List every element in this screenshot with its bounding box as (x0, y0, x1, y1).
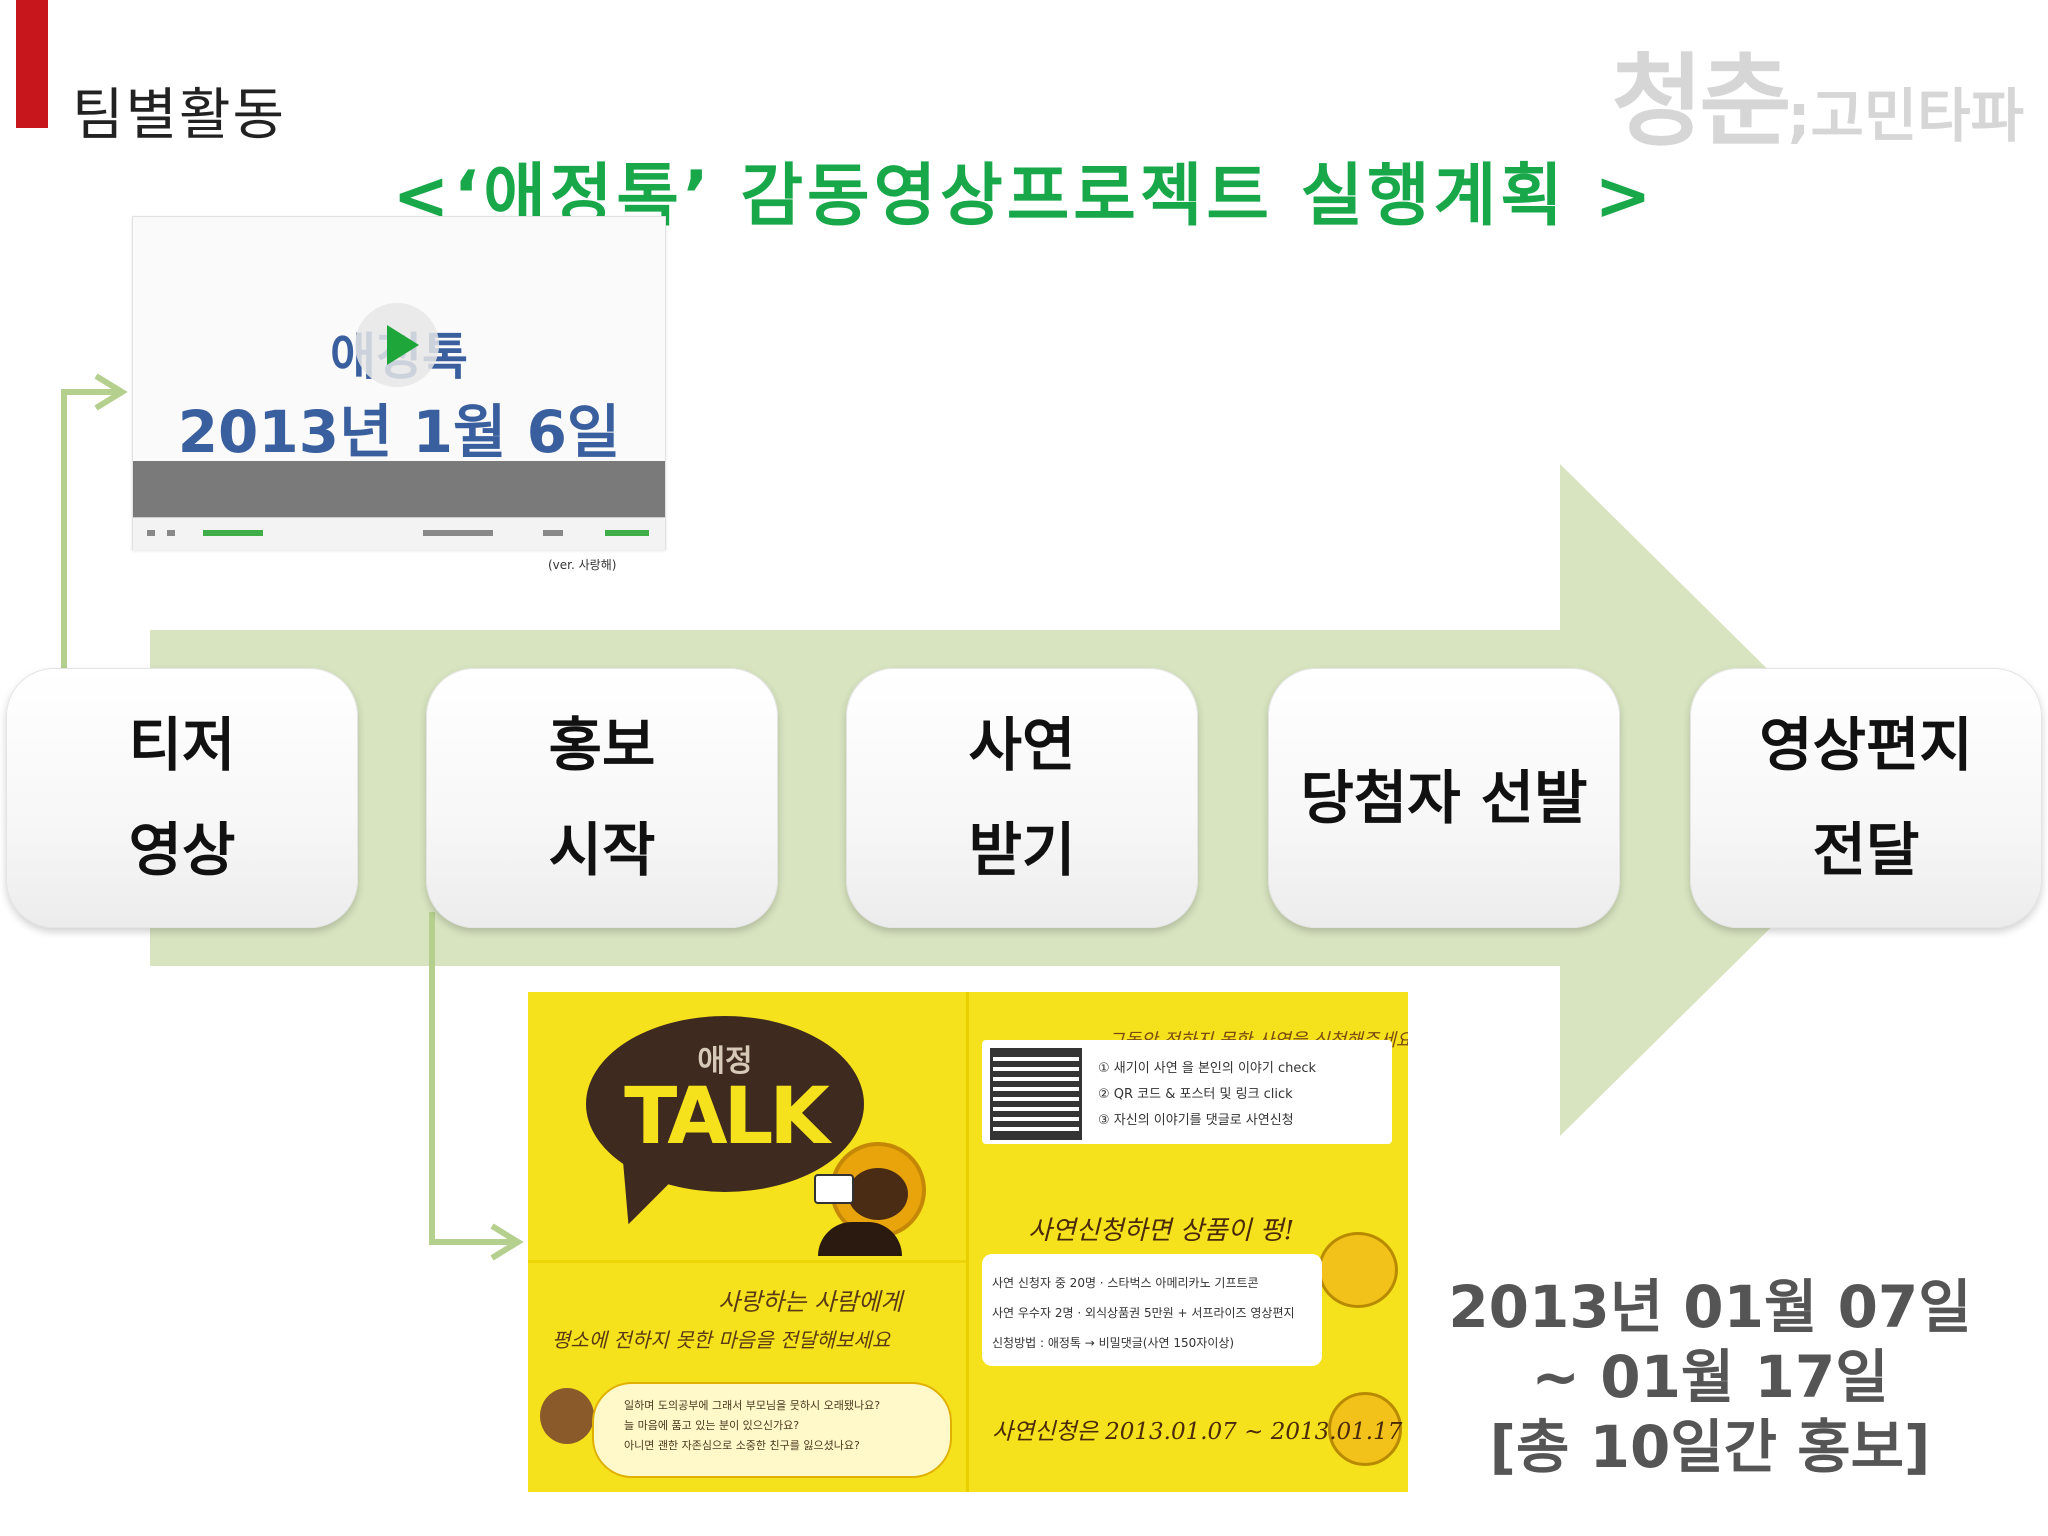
poster-slogan: 사랑하는 사람에게 (718, 1288, 903, 1316)
time-readout-icon (203, 530, 263, 536)
schedule-period: 2013년 01월 07일 ~ 01월 17일 [총 10일간 홍보] (1440, 1272, 1980, 1482)
prize-lines: 사연 신청자 중 20명 · 스타벅스 아메리카노 기프트콘 사연 우수자 2명… (992, 1268, 1295, 1358)
period-text: 사연신청은 2013.01.07 ~ 2013.01.17 (992, 1419, 1403, 1445)
step-label: 영상 (128, 816, 236, 884)
poster-divider (966, 992, 969, 1492)
video-overlay-bar (133, 461, 665, 517)
poster-slogan: 평소에 전하지 못한 마음을 전달해보세요 (552, 1328, 891, 1352)
step-label: 전달 (1812, 816, 1920, 884)
brand-logo: 청춘;고민타파 (1611, 20, 2024, 165)
step-label: 홍보 (548, 711, 656, 779)
speech-bubble-icon (586, 1016, 864, 1192)
accent-bar (16, 0, 48, 128)
brand-main: 청춘 (1611, 43, 1791, 160)
prize-line: 신청방법 : 애정톡 → 비밀댓글(사연 150자이상) (992, 1336, 1235, 1350)
video-controls[interactable] (133, 517, 665, 550)
message-line: 아니면 괜한 자존심으로 소중한 친구를 잃으셨나요? (624, 1439, 860, 1452)
apply-step: ③ 자신의 이야기를 댓글로 사연신청 (1098, 1113, 1294, 1128)
fullscreen-icon[interactable] (543, 530, 563, 536)
step-label: 사연 (968, 711, 1076, 779)
step-label: 받기 (968, 816, 1076, 884)
section-title: 팀별활동 (72, 83, 287, 148)
connector-teaser-head (94, 373, 128, 411)
connector-promo-head (490, 1223, 524, 1261)
prize-header: 사연신청하면 상품이 펑! (1028, 1216, 1295, 1246)
bunny-character-icon (1318, 1232, 1398, 1308)
play-small-icon[interactable] (147, 530, 155, 536)
message-text: 일하며 도의공부에 그래서 부모님을 뭇하시 오래됐나요? 늘 마음에 품고 있… (624, 1396, 880, 1456)
prize-panel (982, 1254, 1322, 1366)
apply-step: ① 새기이 사연 을 본인의 이야기 check (1098, 1061, 1317, 1076)
schedule-duration: [총 10일간 홍보] (1489, 1413, 1931, 1481)
video-date: 2013년 1월 6일 (177, 398, 621, 466)
video-caption: (ver. 사랑해) (548, 558, 617, 572)
brand-sub: ;고민타파 (1787, 82, 2024, 150)
logo-main-text: TALK (624, 1072, 830, 1162)
step-winners: 당첨자 선발 (1268, 668, 1620, 928)
bunny-character-icon (1328, 1392, 1402, 1466)
step-label: 시작 (548, 816, 656, 884)
play-icon[interactable] (355, 303, 439, 387)
prize-line: 사연 우수자 2명 · 외식상품권 5만원 + 서프라이즈 영상편지 (992, 1306, 1295, 1320)
character-body (818, 1222, 902, 1256)
step-label: 티저 (128, 711, 236, 779)
naver-logo-icon (605, 530, 649, 536)
message-line: 늘 마음에 품고 있는 분이 있으신가요? (624, 1419, 800, 1432)
poster-divider (528, 1260, 966, 1263)
promotion-poster: 애정 TALK 사랑하는 사람에게 평소에 전하지 못한 마음을 전달해보세요 … (528, 992, 1408, 1492)
apply-step: ② QR 코드 & 포스터 및 링크 click (1098, 1087, 1293, 1102)
connector-promo (429, 912, 518, 1245)
qr-code-icon[interactable] (990, 1048, 1082, 1140)
dog-character-icon (540, 1388, 594, 1444)
schedule-start: 2013년 01월 07일 (1448, 1273, 1972, 1341)
step-label: 영상편지 (1759, 711, 1973, 779)
teaser-video-thumbnail[interactable]: 애정톡 2013년 1월 6일 (132, 216, 666, 550)
logo-top-text: 애정 (697, 1044, 753, 1079)
schedule-end: ~ 01월 17일 (1531, 1343, 1889, 1411)
connector-teaser (61, 389, 122, 672)
stop-icon[interactable] (167, 530, 175, 536)
message-bubble (592, 1382, 952, 1478)
step-label: 당첨자 선발 (1300, 763, 1588, 832)
volume-slider[interactable] (423, 530, 493, 536)
poster-right-panel: 그동안 전하지 못한 사연을 신청해주세요! ① 새기이 사연 을 본인의 이야… (968, 992, 1408, 1492)
message-line: 일하며 도의공부에 그래서 부모님을 뭇하시 오래됐나요? (624, 1399, 881, 1412)
prize-line: 사연 신청자 중 20명 · 스타벅스 아메리카노 기프트콘 (992, 1276, 1259, 1290)
envelope-icon (814, 1174, 854, 1204)
apply-steps: ① 새기이 사연 을 본인의 이야기 check ② QR 코드 & 포스터 및… (1098, 1056, 1316, 1134)
